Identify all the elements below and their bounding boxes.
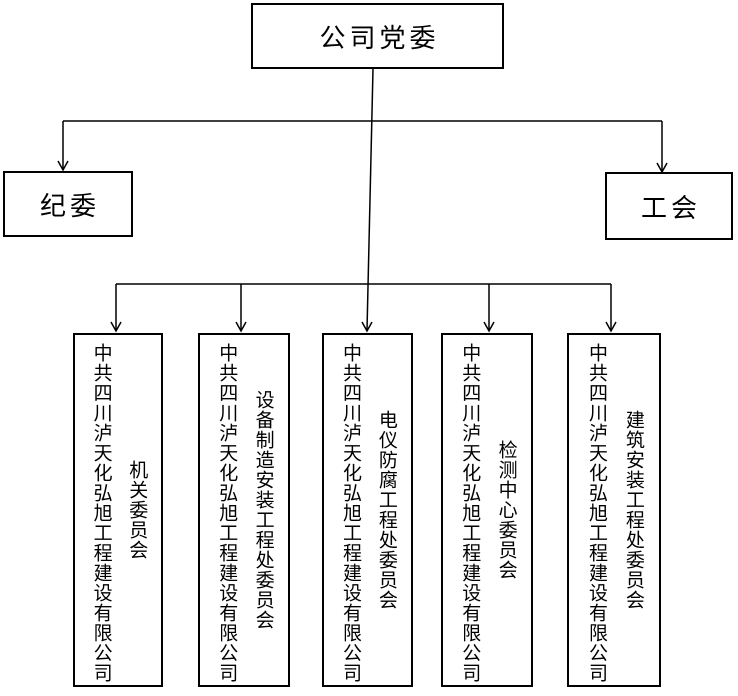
node-committee-electrical-anticorrosion: 中共四川泸天化弘旭工程建设有限公司 电仪防腐工程处委员会 — [322, 333, 413, 687]
node-committee-organ: 中共四川泸天化弘旭工程建设有限公司 机关委员会 — [73, 333, 163, 687]
node-label: 纪委 — [39, 191, 100, 221]
company-name-text: 中共四川泸天化弘旭工程建设有限公司 — [90, 343, 112, 683]
committee-name-text: 建筑安装工程处委员会 — [622, 410, 644, 610]
connector-root-to-committees — [361, 68, 374, 333]
company-name-text: 中共四川泸天化弘旭工程建设有限公司 — [339, 343, 361, 683]
company-name-text: 中共四川泸天化弘旭工程建设有限公司 — [585, 343, 607, 683]
node-company-party-committee: 公司党委 — [251, 3, 504, 69]
connector-lower-tier — [110, 283, 617, 333]
company-name-text: 中共四川泸天化弘旭工程建设有限公司 — [459, 343, 481, 683]
company-name-text: 中共四川泸天化弘旭工程建设有限公司 — [216, 343, 238, 683]
committee-name-text: 检测中心委员会 — [495, 440, 517, 580]
node-committee-building-installation: 中共四川泸天化弘旭工程建设有限公司 建筑安装工程处委员会 — [567, 333, 661, 687]
node-committee-testing-center: 中共四川泸天化弘旭工程建设有限公司 检测中心委员会 — [441, 333, 533, 687]
committee-name-text: 设备制造安装工程处委员会 — [252, 390, 274, 630]
node-label: 工会 — [640, 193, 701, 223]
connector-upper-tier — [57, 120, 668, 174]
node-labor-union: 工会 — [605, 172, 733, 240]
node-discipline-committee: 纪委 — [3, 171, 133, 237]
node-committee-equipment-installation: 中共四川泸天化弘旭工程建设有限公司 设备制造安装工程处委员会 — [198, 333, 290, 687]
node-label: 公司党委 — [319, 23, 440, 53]
committee-name-text: 电仪防腐工程处委员会 — [375, 410, 397, 610]
committee-name-text: 机关委员会 — [126, 460, 148, 560]
